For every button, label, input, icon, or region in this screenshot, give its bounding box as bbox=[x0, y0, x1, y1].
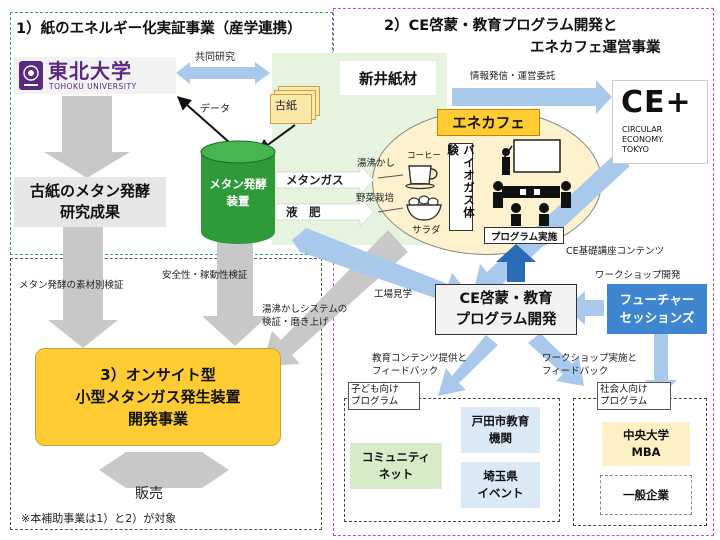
ce-tokyo-logo: CE+ CIRCULAR ECONOMY. TOKYO bbox=[612, 80, 708, 164]
salad-bowl-icon bbox=[406, 195, 442, 221]
toda-box: 戸田市教育 機関 bbox=[461, 407, 540, 453]
veg-label: 野菜栽培 bbox=[356, 193, 395, 204]
factory-tour-label: 工場見学 bbox=[374, 289, 413, 300]
tohoku-sub: TOHOKU UNIVERSITY bbox=[49, 82, 137, 91]
community-box: コミュニティ ネット bbox=[350, 443, 442, 489]
blue-arrows bbox=[176, 62, 677, 396]
arai-box: 新井紙材 bbox=[340, 61, 436, 95]
salad-label: サラダ bbox=[412, 225, 441, 236]
tohoku-seal-icon bbox=[19, 61, 43, 90]
tohoku-name: 東北大学 bbox=[48, 59, 132, 83]
reactor-label-line1: メタン発酵 bbox=[209, 177, 267, 191]
used-paper-label: 古紙 bbox=[275, 99, 297, 112]
section3-box: 3）オンサイト型 小型メタンガス発生装置 開発事業 bbox=[35, 348, 281, 446]
section1-title: 1）紙のエネルギー化実証事業（産学連携） bbox=[16, 21, 302, 37]
kids-program-label: 子ども向け プログラム bbox=[348, 382, 420, 410]
workshop-dev-label: ワークショップ開発 bbox=[595, 270, 681, 281]
coffee-cup-icon bbox=[405, 165, 438, 190]
ce-basic-label: CE基礎講座コンテンツ bbox=[566, 246, 665, 257]
ce-logo-line3: TOKYO bbox=[622, 145, 649, 154]
ce-logo-line1: CIRCULAR bbox=[622, 125, 663, 134]
future-sessions-box: フューチャー セッションズ bbox=[607, 284, 707, 334]
workshop-people-icon bbox=[493, 139, 571, 226]
section2-title-line1: 2）CE啓蒙・教育プログラム開発と bbox=[384, 18, 618, 34]
workshop-impl-label: ワークショップ実施と フィードバック bbox=[542, 353, 638, 377]
research-results-box: 古紙のメタン発酵 研究成果 bbox=[14, 177, 166, 227]
kids-program-region bbox=[344, 398, 560, 522]
ce-logo-line2: ECONOMY. bbox=[622, 135, 664, 144]
info-outsourcing-label: 情報発信・運営委託 bbox=[470, 71, 556, 82]
edu-content-label: 教育コンテンツ提供と フィードバック bbox=[372, 353, 468, 377]
sales-label: 販売 bbox=[135, 486, 163, 502]
data-label: データ bbox=[200, 104, 230, 115]
material-verification-label: メタン発酵の素材別検証 bbox=[19, 280, 124, 291]
tohoku-logo: 東北大学 TOHOKU UNIVERSITY bbox=[14, 57, 176, 94]
subsidy-note: ※本補助事業は1）と2）が対象 bbox=[21, 512, 177, 525]
adults-program-label: 社会人向け プログラム bbox=[597, 382, 671, 410]
section2-region bbox=[333, 8, 714, 536]
saitama-box: 埼玉県 イベント bbox=[461, 462, 540, 508]
ce-logo-mark: CE+ bbox=[621, 85, 692, 120]
boiling-label: 湯沸かし bbox=[357, 158, 396, 169]
used-paper-icon bbox=[270, 86, 320, 124]
program-impl-label: プログラム実施 bbox=[484, 227, 564, 244]
reactor-label: メタン発酵 装置 bbox=[199, 176, 277, 210]
chuo-box: 中央大学 MBA bbox=[602, 422, 690, 466]
methane-gas-label: メタンガス bbox=[286, 173, 344, 187]
coffee-label: コーヒー bbox=[407, 151, 442, 161]
ce-program-box: CE啓蒙・教育 プログラム開発 bbox=[435, 284, 577, 335]
liquid-fertilizer-label: 液 肥 bbox=[286, 205, 321, 219]
section3-region bbox=[10, 258, 322, 530]
enecafe-label: エネカフェ bbox=[437, 109, 540, 136]
biogas-experience-label: バイオガス体験 bbox=[446, 143, 476, 231]
section2-title-line2: エネカフェ運営事業 bbox=[530, 40, 661, 56]
joint-research-label: 共同研究 bbox=[195, 52, 235, 63]
methane-reactor-icon bbox=[200, 140, 276, 244]
safety-check-label: 安全性・稼動性検証 bbox=[162, 270, 248, 281]
reactor-label-line2: 装置 bbox=[226, 194, 250, 208]
general-company-box: 一般企業 bbox=[600, 475, 692, 515]
kettle-system-label: 湯沸かしシステムの 検証・磨き上げ bbox=[262, 304, 348, 328]
up-arrow bbox=[496, 244, 536, 282]
